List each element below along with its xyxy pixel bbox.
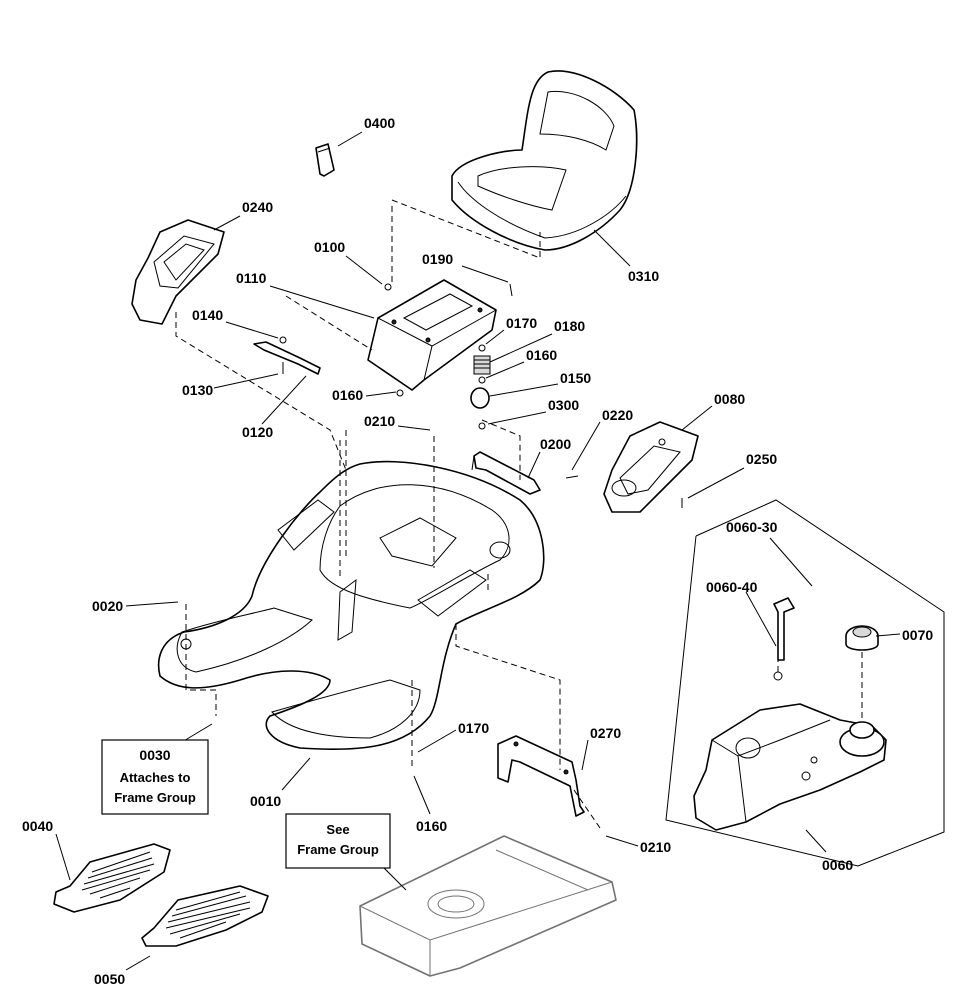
attaches-note-line2: Frame Group [114, 790, 196, 805]
fender-body-0010 [157, 460, 545, 751]
label-0400: 0400 [364, 115, 395, 131]
label-0130: 0130 [182, 382, 213, 398]
seat-part [451, 70, 638, 251]
label-0160-mid: 0160 [332, 387, 363, 403]
cup-holder-right [565, 421, 699, 513]
label-0060-30: 0060-30 [726, 519, 778, 535]
label-0220: 0220 [602, 407, 633, 423]
seat-bracket-0110 [367, 279, 497, 391]
label-0120: 0120 [242, 424, 273, 440]
seat-pivot-bracket-0200 [471, 451, 541, 495]
part-labels: 0400 0310 0240 0100 0190 0110 0140 0170 … [22, 115, 933, 987]
leader-lines [55, 131, 901, 971]
see-note-line1: See [326, 822, 349, 837]
label-0020: 0020 [92, 598, 123, 614]
label-0050: 0050 [94, 971, 125, 987]
label-0170-bottom: 0170 [458, 720, 489, 736]
label-0210-bottom: 0210 [640, 839, 671, 855]
fuel-cap-0070 [845, 625, 879, 651]
label-0170-top: 0170 [506, 315, 537, 331]
label-0110: 0110 [236, 270, 267, 286]
label-0200: 0200 [540, 436, 571, 452]
label-0210-top: 0210 [364, 413, 395, 429]
fuel-line-parts [773, 597, 795, 681]
adjust-lever-0120 [253, 336, 321, 375]
label-0190: 0190 [422, 251, 453, 267]
bumper-part-0400 [315, 143, 335, 177]
label-0010: 0010 [250, 793, 281, 809]
label-0040: 0040 [22, 818, 53, 834]
label-0100: 0100 [314, 239, 345, 255]
foot-pad-0040 [53, 843, 171, 913]
frame-group-outline [359, 835, 617, 977]
label-0310: 0310 [628, 268, 659, 284]
label-0270: 0270 [590, 725, 621, 741]
label-0160-bottom: 0160 [416, 818, 447, 834]
spring-assembly [384, 283, 513, 430]
label-0070: 0070 [902, 627, 933, 643]
assembly-dash-lines [175, 199, 863, 829]
label-0150: 0150 [560, 370, 591, 386]
label-0060: 0060 [822, 857, 853, 873]
label-0180: 0180 [554, 318, 585, 334]
label-0240: 0240 [242, 199, 273, 215]
label-0300: 0300 [548, 397, 579, 413]
bracket-0270 [497, 735, 585, 817]
label-0250: 0250 [746, 451, 777, 467]
fuel-tank-0060 [693, 703, 887, 831]
cup-holder-left [131, 219, 225, 325]
label-0140: 0140 [192, 307, 223, 323]
label-0030: 0030 [139, 747, 170, 763]
foot-pad-0050 [141, 885, 269, 947]
label-0080: 0080 [714, 391, 745, 407]
fuel-tank-group-box [665, 499, 945, 867]
label-0060-40: 0060-40 [706, 579, 758, 595]
see-frame-group-note-box [285, 813, 391, 869]
attaches-note-line1: Attaches to [120, 770, 191, 785]
attaches-to-frame-note-box [101, 739, 209, 815]
label-0160-top: 0160 [526, 347, 557, 363]
see-note-line2: Frame Group [297, 842, 379, 857]
